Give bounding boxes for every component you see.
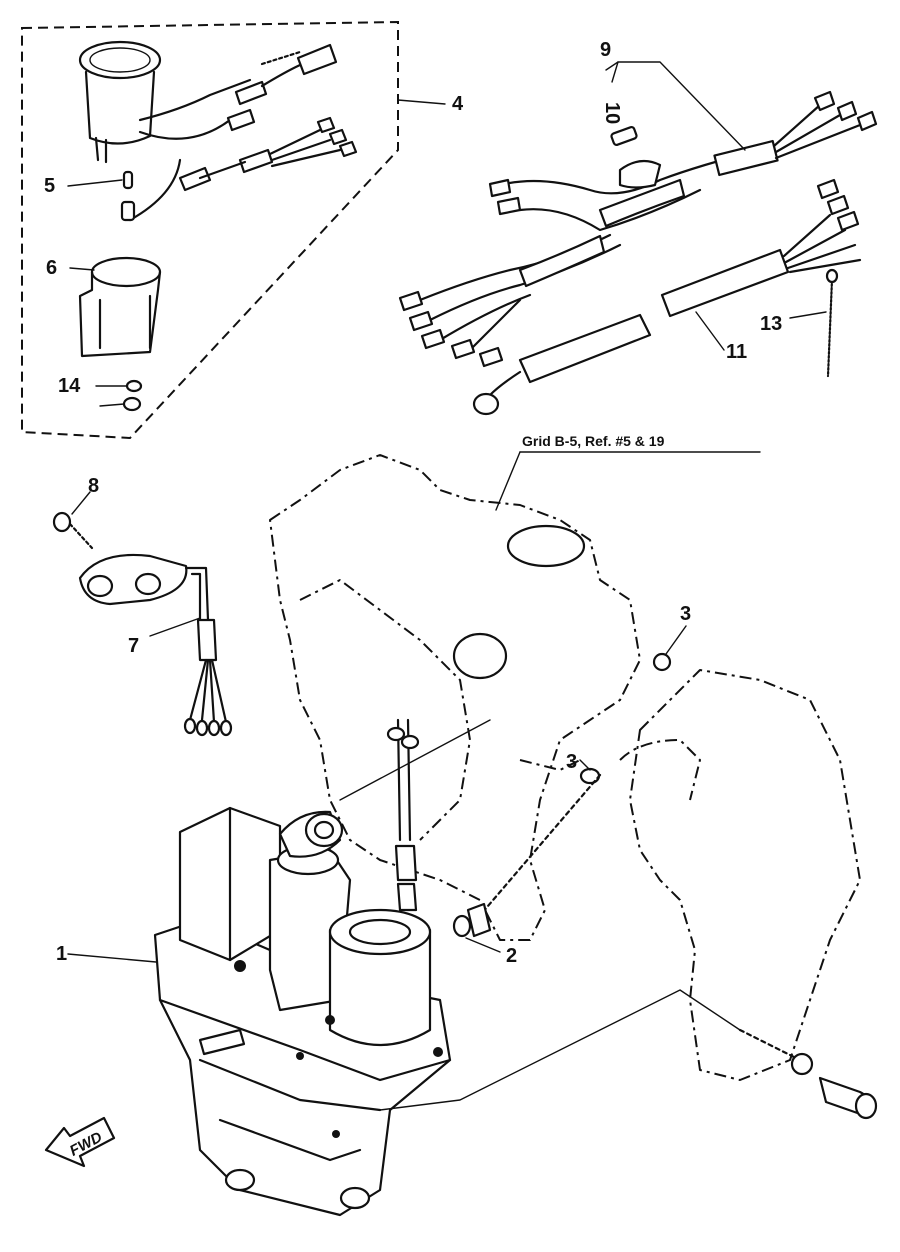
callout-10: 10 bbox=[601, 102, 623, 124]
callout-7: 7 bbox=[128, 635, 139, 657]
reference-note: Grid B-5, Ref. #5 & 19 bbox=[522, 433, 665, 449]
leader-9a bbox=[605, 61, 746, 151]
part-13-washer bbox=[125, 379, 143, 393]
callout-8: 8 bbox=[88, 475, 99, 497]
leader-3b bbox=[579, 759, 591, 771]
leader-11 bbox=[695, 311, 725, 351]
clamp-bracket-outline bbox=[269, 454, 641, 941]
leader-6 bbox=[69, 267, 95, 271]
callout-2: 2 bbox=[506, 945, 517, 967]
leader-4 bbox=[397, 99, 446, 105]
leader-3a bbox=[665, 625, 687, 655]
kit-boundary-box bbox=[21, 20, 399, 440]
trim-sensor bbox=[78, 553, 233, 737]
gauge-bracket bbox=[78, 256, 162, 358]
callout-4: 4 bbox=[452, 93, 464, 115]
mount-bolt-right bbox=[738, 1028, 878, 1120]
trim-gauge bbox=[78, 40, 358, 222]
callout-5: 5 bbox=[44, 175, 55, 197]
callout-9: 9 bbox=[600, 39, 611, 61]
leader-7 bbox=[149, 617, 201, 637]
leader-14 bbox=[99, 403, 125, 407]
right-bracket-outline bbox=[629, 669, 861, 1081]
leader-12 bbox=[789, 311, 827, 319]
part-5-small-fitting bbox=[122, 170, 134, 190]
leader-5 bbox=[67, 179, 123, 187]
leader-9b bbox=[611, 61, 619, 83]
part-14-nut bbox=[122, 396, 142, 412]
callout-1: 1 bbox=[56, 943, 67, 965]
callout-11: 11 bbox=[726, 341, 747, 363]
callout-12: 13 bbox=[760, 313, 782, 335]
part-5-connector bbox=[120, 200, 136, 222]
part-2-bolt bbox=[452, 773, 602, 938]
callout-6: 6 bbox=[46, 257, 57, 279]
callout-13: 14 bbox=[58, 375, 81, 397]
leader-1 bbox=[67, 953, 157, 963]
part-3-nut-mid bbox=[579, 767, 601, 785]
leader-2 bbox=[465, 937, 501, 953]
leader-8 bbox=[71, 491, 91, 515]
callout-3-top: 3 bbox=[680, 603, 691, 625]
wire-harness bbox=[398, 90, 878, 416]
part-8-screw bbox=[52, 511, 94, 550]
unit-leader-line-a bbox=[339, 719, 491, 801]
callout-3-mid: 3 bbox=[566, 751, 577, 773]
reference-leader bbox=[495, 451, 521, 511]
unit-leader-line-b bbox=[379, 989, 741, 1111]
part-12-cable-tie bbox=[826, 278, 834, 378]
fwd-arrow: FWD bbox=[44, 1116, 116, 1168]
part-3-nut-top bbox=[652, 652, 672, 672]
power-trim-unit bbox=[153, 718, 452, 1217]
